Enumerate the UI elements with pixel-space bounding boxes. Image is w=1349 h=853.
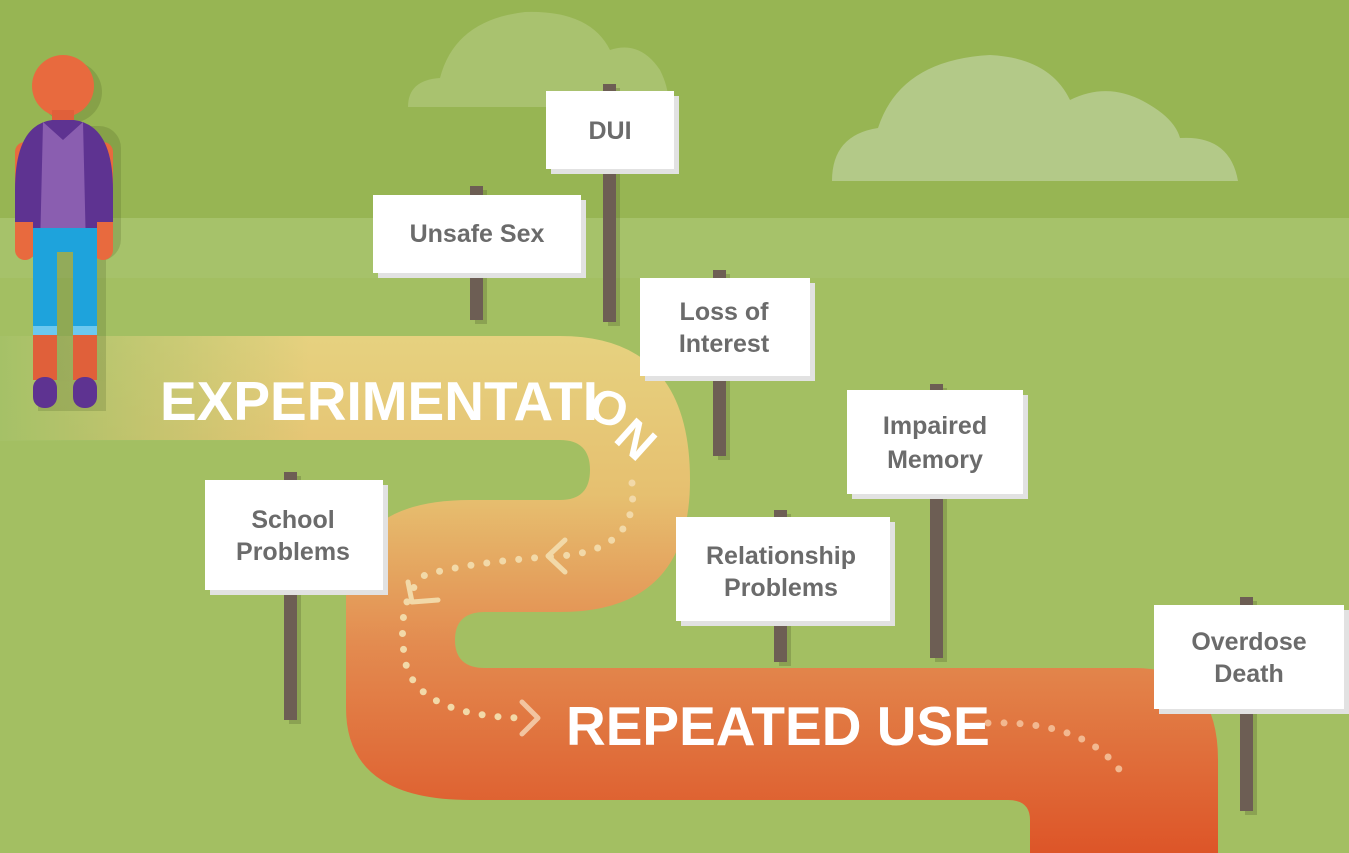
- person-left-cuff: [33, 326, 57, 335]
- sign-board: [847, 390, 1023, 494]
- sign-loss-of-interest-line2: Interest: [679, 330, 770, 358]
- sign-school-problems-line1: School: [251, 506, 334, 534]
- sign-dui: DUI: [546, 84, 679, 326]
- sign-board: [1154, 605, 1344, 709]
- sign-school-problems: School Problems: [205, 472, 388, 724]
- sign-relationship-problems: Relationship Problems: [676, 510, 895, 666]
- dotted-route: [399, 479, 637, 722]
- cloud-right: [832, 55, 1238, 181]
- sign-impaired-memory-line1: Impaired: [883, 412, 987, 440]
- ground-horizon-band: [0, 218, 1349, 278]
- sign-board: [676, 517, 890, 621]
- sign-overdose-death-line2: Death: [1214, 660, 1283, 688]
- sign-overdose-death: Overdose Death: [1154, 597, 1349, 815]
- person-right-cuff: [73, 326, 97, 335]
- winding-path: [0, 336, 1218, 853]
- person-head: [32, 55, 94, 117]
- sign-loss-of-interest: Loss of Interest: [640, 270, 815, 460]
- person-left-sock: [33, 335, 57, 380]
- stage-repeated-use-label: REPEATED USE: [566, 695, 990, 757]
- sign-relationship-problems-line1: Relationship: [706, 542, 856, 570]
- route-arrow-1: [545, 537, 568, 575]
- person-figure: [15, 55, 121, 411]
- person-left-shoe: [33, 377, 57, 408]
- sign-dui-text: DUI: [588, 117, 631, 145]
- person-right-sock: [73, 335, 97, 380]
- sign-unsafe-sex-text: Unsafe Sex: [410, 220, 545, 248]
- route-arrow-2: [405, 579, 441, 605]
- sign-school-problems-line2: Problems: [236, 538, 350, 566]
- sign-relationship-problems-line2: Problems: [724, 574, 838, 602]
- sign-overdose-death-line1: Overdose: [1191, 628, 1306, 656]
- route-arrow-3: [519, 699, 541, 737]
- sign-board: [373, 195, 581, 273]
- person-left-leg: [33, 248, 57, 328]
- cloud-left: [408, 11, 669, 107]
- person-shirt: [40, 122, 86, 250]
- sign-board: [546, 91, 674, 169]
- sign-board: [205, 480, 383, 590]
- sign-board: [640, 278, 810, 376]
- person-right-leg: [73, 248, 97, 328]
- sign-impaired-memory-line2: Memory: [887, 446, 983, 474]
- sign-loss-of-interest-line1: Loss of: [680, 298, 770, 326]
- sign-impaired-memory: Impaired Memory: [847, 384, 1028, 662]
- sign-unsafe-sex: Unsafe Sex: [373, 186, 586, 324]
- stage-experimentation-label: EXPERIMENTATI: [160, 370, 598, 432]
- person-right-shoe: [73, 377, 97, 408]
